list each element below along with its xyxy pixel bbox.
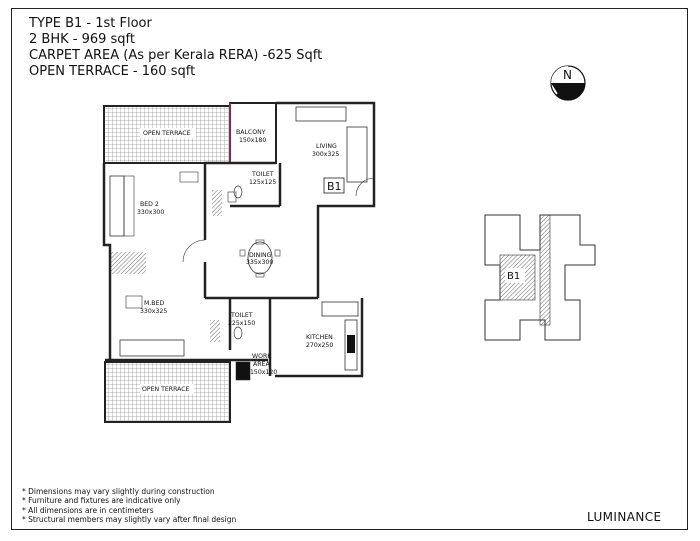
shaft-hatch-1 [212, 190, 222, 216]
note-3: * All dimensions are in centimeters [22, 505, 154, 515]
unit-type-title: TYPE B1 - 1st Floor [29, 16, 152, 31]
master-bed-room: M.BED 330x325 [119, 295, 185, 357]
key-plan: B1 [484, 214, 596, 341]
unit-area: 2 BHK - 969 sqft [29, 32, 135, 47]
toilet-1-size: 125x125 [249, 179, 276, 186]
kitchen-size: 270x250 [306, 342, 333, 349]
work-area-label-2: AREA [253, 361, 270, 368]
living-size: 300x325 [312, 151, 339, 158]
brand-name: LUMINANCE [587, 510, 662, 524]
work-area-room: WORK AREA 150x120 [235, 353, 277, 381]
open-terrace-bottom-area: OPEN TERRACE [104, 361, 231, 423]
kitchen-label: KITCHEN [306, 334, 333, 341]
note-2: * Furniture and fixtures are indicative … [22, 496, 181, 506]
toilet-2-size: 225x150 [228, 320, 255, 327]
unit-tag: B1 [327, 180, 342, 193]
dining-area: DINING 335x300 [239, 239, 281, 278]
work-area-size: 150x120 [250, 369, 277, 376]
plan-walls [102, 101, 376, 378]
drawing-frame [11, 8, 688, 530]
open-terrace-top-area: OPEN TERRACE [103, 105, 231, 164]
note-1: * Dimensions may vary slightly during co… [22, 487, 215, 496]
plan-header: TYPE B1 - 1st Floor 2 BHK - 969 sqft CAR… [29, 16, 322, 80]
dining-label: DINING [249, 252, 272, 259]
bed-2-size: 330x300 [137, 209, 164, 216]
work-area-label-1: WORK [252, 353, 272, 360]
master-bed-label: M.BED [144, 300, 164, 307]
living-room: LIVING 300x325 B1 [295, 106, 375, 197]
carpet-area: CARPET AREA (As per Kerala RERA) -625 Sq… [29, 48, 323, 63]
disclaimer-notes: * Dimensions may vary slightly during co… [22, 487, 236, 524]
balcony-room: BALCONY 150x180 [229, 102, 277, 164]
toilet-2-label: TOILET [230, 312, 253, 319]
open-terrace-area: OPEN TERRACE - 160 sqft [29, 64, 196, 79]
shaft-hatch-2 [110, 252, 146, 274]
master-bed-size: 330x325 [140, 308, 167, 315]
open-terrace-bottom-label: OPEN TERRACE [142, 386, 190, 393]
toilet-1-room: TOILET 125x125 [227, 171, 276, 203]
north-compass-icon: N [550, 65, 586, 101]
shaft-hatch-3 [210, 320, 220, 342]
key-plan-unit-tag: B1 [507, 271, 520, 282]
balcony-label: BALCONY [236, 129, 266, 136]
bed-2-room: BED 2 330x300 [109, 171, 206, 263]
toilet-1-label: TOILET [251, 171, 274, 178]
kitchen-room: KITCHEN 270x250 [306, 301, 359, 371]
bed-2-label: BED 2 [140, 201, 159, 208]
balcony-size: 150x180 [239, 137, 266, 144]
open-terrace-top-label: OPEN TERRACE [143, 130, 191, 137]
toilet-2-room: TOILET 225x150 [228, 312, 255, 340]
note-4: * Structural members may slightly vary a… [22, 514, 237, 524]
compass-letter: N [563, 68, 572, 82]
dining-size: 335x300 [246, 259, 273, 266]
living-label: LIVING [316, 143, 337, 150]
